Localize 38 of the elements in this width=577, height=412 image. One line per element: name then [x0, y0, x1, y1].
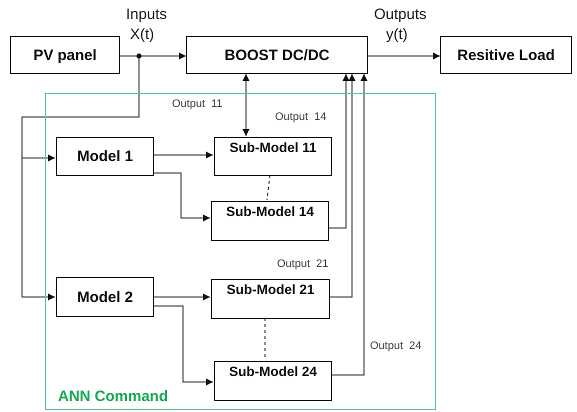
box-label: Sub-Model 11 — [229, 140, 316, 155]
group-frame — [45, 93, 436, 410]
signal-label: Inputs — [126, 6, 167, 23]
edge-label: Output 24 — [369, 340, 422, 352]
signal-label: Outputs — [374, 6, 427, 23]
arrow — [152, 306, 214, 386]
arrow — [152, 172, 210, 222]
box-label: Model 2 — [77, 288, 133, 306]
process-box — [440, 36, 572, 74]
arrow — [242, 74, 250, 136]
group-title: ANN Command — [58, 388, 168, 405]
box-label: Sub-Model 14 — [226, 204, 314, 219]
process-box — [186, 36, 368, 74]
process-box — [214, 137, 332, 176]
arrow — [330, 74, 368, 376]
box-label: Sub-Model 24 — [229, 364, 317, 379]
arrow — [328, 74, 356, 298]
edge-label: Output 14 — [274, 111, 328, 123]
signal-label: y(t) — [386, 26, 408, 43]
process-box — [211, 279, 330, 319]
edge-label: Output 11 — [171, 98, 224, 110]
process-box — [214, 361, 332, 401]
process-box — [56, 277, 154, 317]
process-box — [10, 36, 120, 74]
arrow — [152, 152, 214, 158]
connector-line — [266, 174, 270, 200]
box-label: Model 1 — [77, 148, 133, 165]
box-label: PV panel — [33, 46, 97, 64]
process-box — [56, 137, 154, 176]
box-label: Resitive Load — [457, 46, 555, 64]
arrow — [368, 52, 440, 60]
edge-label: Output 21 — [276, 258, 330, 270]
arrow — [152, 294, 210, 300]
process-box — [211, 201, 329, 241]
box-label: Sub-Model 21 — [226, 282, 314, 297]
arrow — [328, 74, 350, 228]
signal-label: X(t) — [130, 26, 154, 43]
box-label: BOOST DC/DC — [224, 46, 330, 64]
